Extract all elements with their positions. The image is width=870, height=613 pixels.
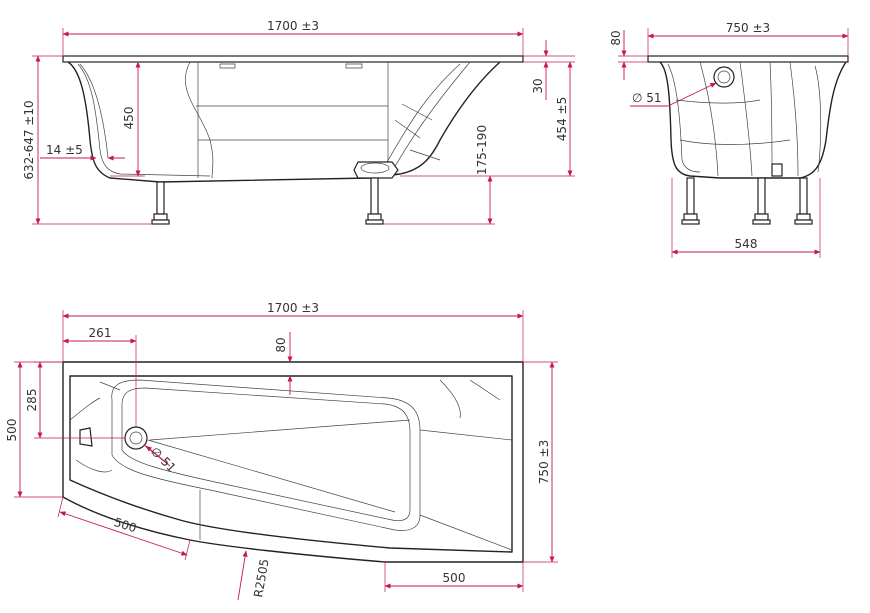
side-view: 1700 ±3 632-647 ±10 450 14 ±5 30 (22, 19, 575, 225)
end-view-tub-outline (647, 55, 849, 179)
end-width-label: 750 ±3 (726, 21, 770, 35)
end-view: 750 ±3 80 ∅ 51 548 (609, 21, 849, 258)
side-total-height-dimension: 632-647 ±10 (22, 55, 152, 225)
side-body-height-dimension: 454 ±5 (400, 61, 575, 177)
top-narrow-width-dimension: 500 (5, 361, 63, 498)
side-length-dimension: 1700 ±3 (62, 19, 524, 56)
top-full-width-label: 750 ±3 (537, 440, 551, 484)
top-length-label: 1700 ±3 (267, 301, 319, 315)
top-bottom-length-label: 500 (443, 571, 466, 585)
top-rim-dimension: 80 (274, 332, 293, 395)
top-drain-offset-label: 261 (89, 326, 112, 340)
top-full-width-dimension: 750 ±3 (523, 361, 558, 563)
end-leg-span-label: 548 (735, 237, 758, 251)
top-curve-length-label: 500 (112, 515, 138, 535)
side-rim-label: 30 (531, 78, 545, 93)
top-view: 1700 ±3 261 80 285 500 ∅ 51 (5, 301, 558, 601)
top-drain-offset-dimension: 261 (62, 326, 137, 427)
top-narrow-width-label: 500 (5, 419, 19, 442)
end-width-dimension: 750 ±3 (647, 21, 849, 56)
end-view-legs (681, 177, 813, 225)
top-drain-diameter-label: ∅ 51 (148, 444, 179, 475)
side-inner-depth-label: 450 (122, 107, 136, 130)
end-rim-label: 80 (609, 30, 623, 45)
side-rim-dimension: 30 (523, 40, 575, 100)
top-curve-length-dimension: 500 (57, 496, 191, 561)
end-rim-dimension: 80 (609, 30, 648, 80)
side-body-height-label: 454 ±5 (555, 97, 569, 141)
top-radius-dimension: R2505 (237, 550, 272, 601)
top-drain-from-edge-label: 285 (25, 389, 39, 412)
top-radius-label: R2505 (251, 558, 272, 599)
top-drain-from-edge-dimension: 285 (25, 361, 125, 439)
top-length-dimension: 1700 ±3 (62, 301, 524, 362)
side-leg-dimension: 175-190 (383, 125, 495, 225)
end-leg-span-dimension: 548 (671, 178, 821, 258)
end-drain-dimension: ∅ 51 (630, 82, 717, 107)
end-drain-label: ∅ 51 (632, 91, 662, 105)
side-length-label: 1700 ±3 (267, 19, 319, 33)
side-wall-dimension: 14 ±5 (40, 143, 125, 161)
side-total-height-label: 632-647 ±10 (22, 100, 36, 179)
side-inner-depth-dimension: 450 (110, 61, 145, 177)
side-view-tub-outline (62, 55, 524, 183)
top-bottom-length-dimension: 500 (384, 562, 524, 592)
top-drain-diameter-dimension: ∅ 51 (143, 444, 179, 475)
side-view-legs (151, 177, 384, 225)
side-leg-label: 175-190 (475, 125, 489, 175)
top-rim-label: 80 (274, 337, 288, 352)
side-wall-label: 14 ±5 (46, 143, 83, 157)
